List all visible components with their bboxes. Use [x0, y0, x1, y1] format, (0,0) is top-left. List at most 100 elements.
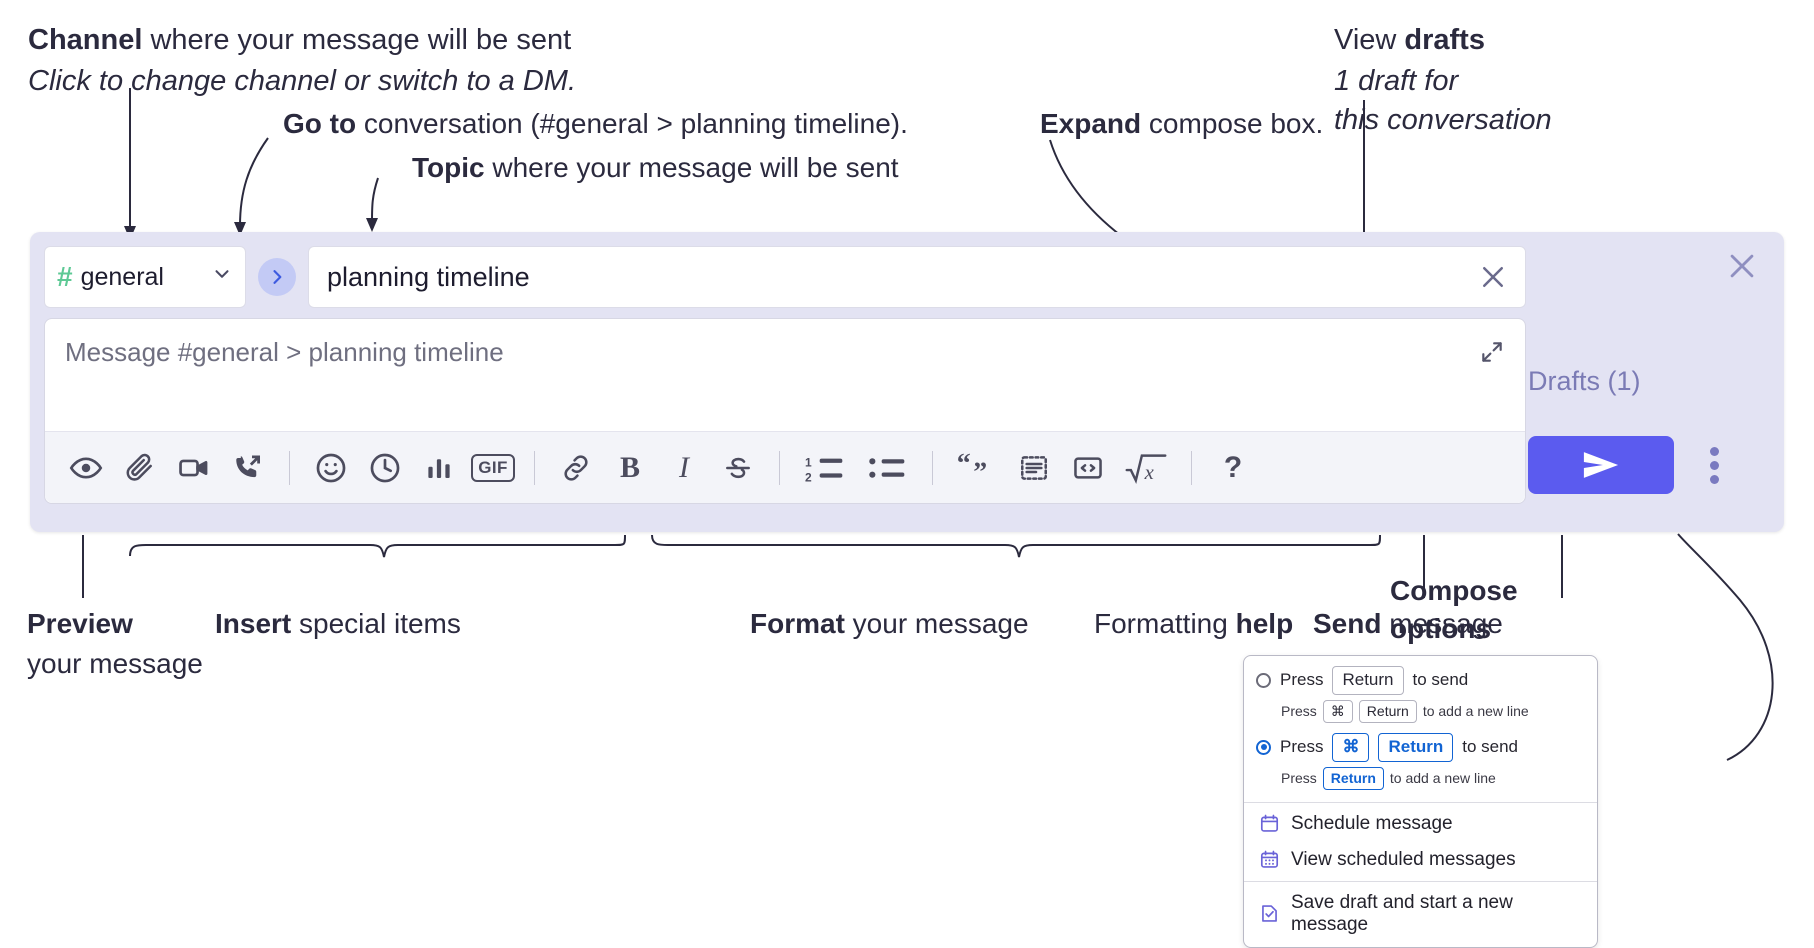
annotation-expand-rest: compose box.	[1141, 108, 1324, 139]
annotation-goto-bold: Go to	[283, 108, 357, 139]
annotation-send-rest: message	[1381, 608, 1503, 639]
video-icon[interactable]	[167, 441, 221, 495]
eye-icon[interactable]	[59, 441, 113, 495]
annotation-insert-bold: Insert	[215, 608, 292, 639]
bold-icon[interactable]: B	[603, 441, 657, 495]
paperclip-icon[interactable]	[113, 441, 167, 495]
toolbar-divider	[779, 450, 780, 485]
menu-item-schedule-message[interactable]: Schedule message	[1244, 803, 1597, 842]
annotation-formatting-help-prefix: Formatting	[1094, 608, 1236, 639]
hash-icon: #	[57, 261, 73, 292]
svg-text:2: 2	[805, 470, 812, 484]
radio-unselected-icon[interactable]	[1256, 672, 1271, 688]
send-option-cmd-press: Press	[1280, 737, 1324, 757]
key-command: ⌘	[1332, 732, 1370, 762]
svg-text:“: “	[958, 452, 971, 479]
calendar-grid-icon	[1258, 849, 1280, 871]
annotation-preview-bold: Preview	[27, 608, 133, 639]
menu-item-label: Schedule message	[1291, 812, 1453, 834]
toolbar-divider	[534, 450, 535, 485]
math-icon[interactable]: x	[1115, 441, 1177, 495]
compose-inner: # general planning timeline Message #gen…	[44, 246, 1526, 518]
annotation-format-bold: Format	[750, 608, 845, 639]
message-editor[interactable]: Message #general > planning timeline	[44, 318, 1526, 504]
annotation-format: Format your message	[750, 606, 1029, 642]
key-return: Return	[1322, 766, 1384, 790]
gif-icon[interactable]: GIF	[466, 441, 520, 495]
key-return: Return	[1332, 666, 1404, 695]
sub-press: Press	[1281, 703, 1317, 720]
annotation-topic: Topic where your message will be sent	[412, 150, 899, 186]
annotation-preview: Preview your message	[27, 606, 203, 682]
ordered-list-icon[interactable]: 1 2	[794, 441, 856, 495]
annotation-channel-bold: Channel	[28, 24, 143, 56]
help-glyph: ?	[1223, 450, 1243, 484]
sub-suffix: to add a new line	[1389, 770, 1496, 787]
bold-glyph: B	[619, 450, 640, 484]
send-option-return-suffix: to send	[1412, 670, 1469, 690]
poll-icon[interactable]	[412, 441, 466, 495]
compose-right-panel: Drafts (1)	[1526, 232, 1784, 532]
toolbar-divider	[289, 450, 290, 485]
key-command: ⌘	[1322, 699, 1353, 723]
close-icon[interactable]	[1471, 255, 1515, 299]
annotation-topic-rest: where your message will be sent	[484, 152, 899, 183]
gif-label: GIF	[471, 453, 515, 482]
annotation-drafts-line2: this conversation	[1334, 104, 1552, 137]
close-icon[interactable]	[1722, 246, 1762, 286]
phone-forward-icon[interactable]	[221, 441, 275, 495]
annotation-format-rest: your message	[844, 608, 1029, 639]
annotation-formatting-help-bold: help	[1235, 608, 1294, 639]
strikethrough-icon[interactable]	[711, 441, 765, 495]
menu-item-label: View scheduled messages	[1291, 848, 1516, 870]
annotation-preview-line2: your message	[27, 647, 203, 679]
document-check-icon	[1258, 903, 1280, 925]
formatting-toolbar: GIF B I 1	[45, 431, 1525, 503]
topic-value: planning timeline	[327, 261, 530, 292]
svg-text:1: 1	[805, 455, 812, 469]
bullet-list-icon[interactable]	[856, 441, 918, 495]
blockquote-icon[interactable]: “ ”	[947, 441, 1007, 495]
send-option-cmd-sub: Press Return to add a new line	[1281, 766, 1585, 790]
menu-item-save-draft[interactable]: Save draft and start a new message	[1244, 882, 1597, 947]
annotation-compose-options-line2: options	[1390, 612, 1492, 644]
emoji-icon[interactable]	[304, 441, 358, 495]
annotation-channel-rest: where your message will be sent	[142, 24, 572, 56]
send-shortcut-options: Press Return to send Press ⌘ Return to a…	[1244, 656, 1597, 802]
annotation-topic-bold: Topic	[412, 152, 485, 183]
send-option-cmd-return[interactable]: Press ⌘ Return to send	[1256, 732, 1585, 762]
calendar-icon	[1258, 813, 1280, 835]
italic-icon[interactable]: I	[657, 441, 711, 495]
sub-suffix: to add a new line	[1422, 703, 1529, 720]
goto-conversation-button[interactable]	[258, 258, 296, 296]
link-icon[interactable]	[549, 441, 603, 495]
help-icon[interactable]: ?	[1206, 441, 1260, 495]
drafts-link[interactable]: Drafts (1)	[1528, 366, 1641, 396]
channel-selector[interactable]: # general	[44, 246, 246, 308]
send-option-return-sub: Press ⌘ Return to add a new line	[1281, 699, 1585, 723]
compose-options-menu-button[interactable]	[1694, 442, 1734, 488]
chevron-down-icon	[211, 263, 233, 292]
code-block-icon[interactable]	[1007, 441, 1061, 495]
annotation-send: Send message	[1313, 606, 1503, 642]
send-button[interactable]	[1528, 436, 1674, 494]
send-option-return[interactable]: Press Return to send	[1256, 666, 1585, 695]
menu-item-view-scheduled[interactable]: View scheduled messages	[1244, 842, 1597, 881]
dot	[1709, 446, 1719, 456]
inline-code-icon[interactable]	[1061, 441, 1115, 495]
topic-input[interactable]: planning timeline	[308, 246, 1526, 308]
annotation-drafts-bold: drafts	[1404, 24, 1485, 56]
annotation-drafts-line1: 1 draft for	[1334, 65, 1459, 98]
channel-name-label: general	[80, 262, 164, 291]
dot	[1709, 460, 1719, 470]
expand-compose-icon[interactable]	[1475, 335, 1509, 369]
toolbar-divider	[1191, 450, 1192, 485]
annotation-insert: Insert special items	[215, 606, 461, 642]
annotation-expand-bold: Expand	[1040, 108, 1142, 139]
compose-widget: # general planning timeline Message #gen…	[30, 232, 1784, 532]
clock-icon[interactable]	[358, 441, 412, 495]
annotation-compose-options-line1: Compose	[1390, 575, 1518, 606]
annotation-insert-rest: special items	[291, 608, 461, 639]
menu-divider	[1244, 801, 1597, 803]
radio-selected-icon[interactable]	[1256, 739, 1271, 755]
